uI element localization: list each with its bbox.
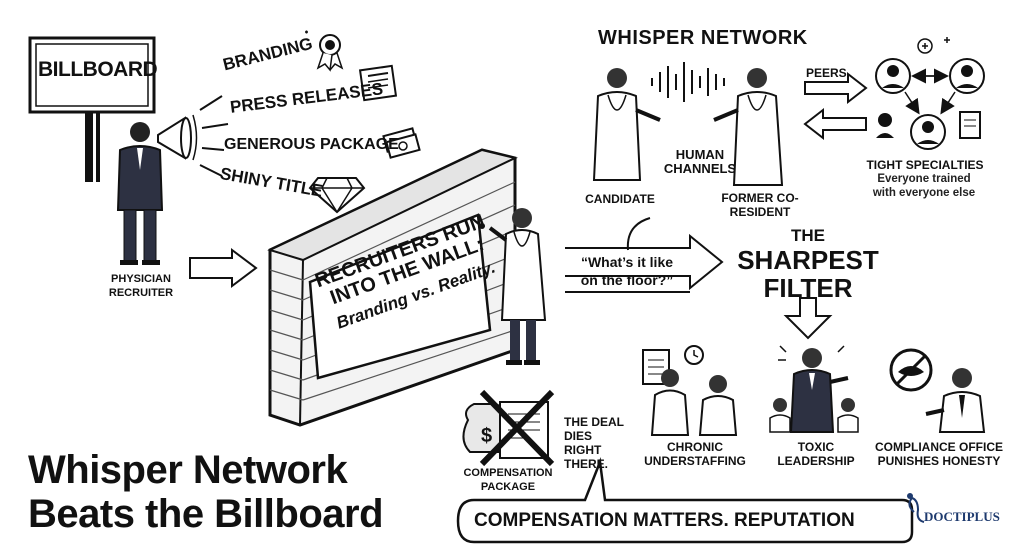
- candidate-label: CANDIDATE: [585, 192, 655, 206]
- svg-text:$: $: [481, 425, 492, 447]
- former-coresident-figure: [713, 68, 784, 186]
- compliance-label: COMPLIANCE OFFICE PUNISHES HONESTY: [875, 440, 1003, 468]
- understaffing-illustration: [642, 345, 738, 436]
- deal-dies-label: THE DEAL DIES RIGHT THERE.: [564, 415, 624, 471]
- diamond-icon: [308, 177, 366, 214]
- headline-line-1: Whisper Network: [28, 448, 348, 492]
- billboard-sign: BILLBOARD: [38, 58, 158, 81]
- billboard: [28, 36, 156, 182]
- sound-wave-icon: [651, 62, 725, 102]
- peers-arrows: [803, 71, 868, 141]
- floor-quote: “What’s it like on the floor?”: [580, 254, 674, 288]
- toxic-leadership-illustration: [769, 345, 859, 433]
- quote-arrow: [565, 217, 724, 293]
- specialties-heading: TIGHT SPECIALTIES: [866, 158, 984, 172]
- sharpest-filter: THE SHARPEST FILTER: [728, 226, 888, 302]
- compliance-illustration: [889, 348, 986, 433]
- peers-label: PEERS: [806, 66, 847, 80]
- headline: Whisper Network Beats the Billboard: [28, 448, 384, 536]
- pitch-rays: [199, 95, 229, 177]
- chronic-understaffing-label: CHRONIC UNDERSTAFFING: [644, 440, 746, 468]
- brand-logo: DOCTIPLUS: [924, 509, 1000, 524]
- headline-line-2: Beats the Billboard: [28, 492, 384, 536]
- brick-wall: [267, 148, 518, 427]
- doctor-at-wall: [488, 208, 547, 365]
- pitch-generous-package: GENEROUS PACKAGE: [224, 136, 399, 153]
- filter-arrow: [783, 297, 833, 340]
- specialties-subtext: Everyone trained with everyone else: [872, 173, 976, 199]
- recruiter-figure: [116, 114, 198, 265]
- cash-icon: [382, 127, 421, 159]
- whisper-network-title: WHISPER NETWORK: [598, 27, 808, 49]
- candidate-figure: [592, 68, 661, 181]
- toxic-leadership-label: TOXIC LEADERSHIP: [777, 440, 855, 468]
- recruiter-label: PHYSICIAN RECRUITER: [108, 273, 174, 299]
- filter-line-3: FILTER: [763, 273, 853, 303]
- newspaper-icon: [358, 64, 398, 102]
- human-channels-label: HUMAN CHANNELS: [663, 147, 737, 176]
- footer-bubble: [456, 457, 914, 544]
- award-icon: [305, 30, 344, 72]
- specialties-network: [875, 37, 985, 150]
- compensation-package-label: COMPENSATION PACKAGE: [463, 467, 553, 493]
- footer-banner-text: COMPENSATION MATTERS. REPUTATION: [474, 510, 855, 531]
- arrow-recruiter-to-wall: [189, 248, 258, 288]
- compensation-illustration: $: [462, 389, 555, 467]
- logo-icon: [907, 493, 925, 523]
- filter-line-2: SHARPEST: [737, 245, 879, 275]
- former-coresident-label: FORMER CO-RESIDENT: [721, 191, 799, 219]
- filter-line-1: THE: [791, 226, 825, 245]
